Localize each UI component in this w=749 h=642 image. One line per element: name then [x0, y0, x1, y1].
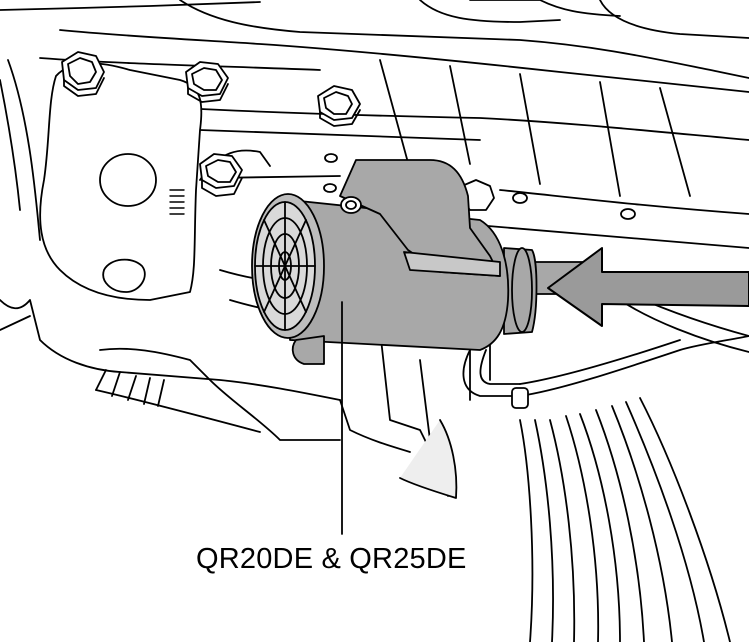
bolt-head-4: [199, 153, 243, 197]
mounting-bracket: [39, 62, 271, 301]
bolt-heads: [61, 51, 495, 211]
arrow-left-icon: [547, 247, 749, 327]
hose-lines: [462, 279, 749, 642]
engine-model-label: QR20DE & QR25DE: [196, 543, 467, 575]
bolt-head-1: [61, 51, 105, 97]
component-top-bracket: [339, 159, 501, 277]
bolt-head-3: [317, 85, 361, 127]
bolt-head-2: [185, 61, 229, 103]
filter-end-cap: [251, 193, 325, 339]
engine-structure-lines: [0, 0, 749, 249]
